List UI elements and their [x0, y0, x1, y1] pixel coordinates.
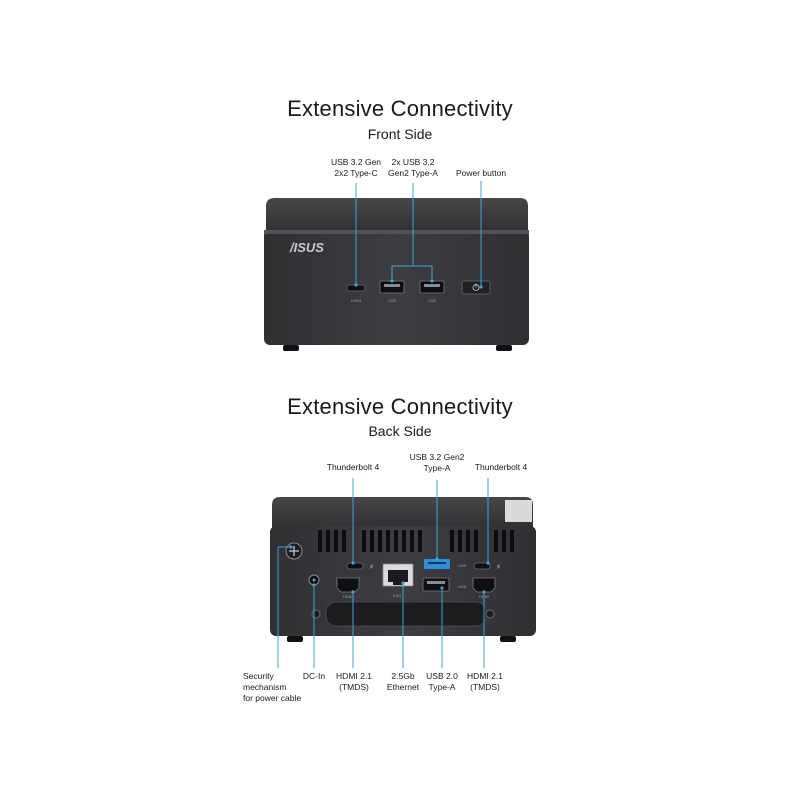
svg-text:HDMI: HDMI — [343, 594, 353, 599]
front-device: /ISUS USB4 USB USB — [264, 198, 529, 351]
label-hdmi-right: HDMI 2.1(TMDS) — [467, 671, 503, 692]
svg-text:2.5G: 2.5G — [393, 593, 402, 598]
svg-text:USB: USB — [388, 298, 397, 303]
front-subtitle: Front Side — [367, 126, 433, 142]
svg-text:USB4: USB4 — [351, 298, 362, 303]
back-device: ⚡ USB ⚡ HDMI 2.5G USB HDMI — [270, 497, 536, 642]
label-dc-in: DC-In — [302, 671, 326, 681]
asus-logo: /ISUS — [289, 240, 324, 255]
front-title: Extensive Connectivity — [287, 96, 513, 121]
thunderbolt-port-left — [346, 562, 364, 570]
thunderbolt-icon-left: ⚡ — [369, 563, 374, 571]
back-callouts — [277, 478, 490, 668]
thunderbolt-port-right — [473, 562, 491, 570]
label-thunderbolt-right: Thunderbolt 4 — [474, 462, 528, 472]
label-power-button: Power button — [455, 168, 507, 178]
thunderbolt-icon-right: ⚡ — [496, 563, 501, 571]
hdmi-port-left — [336, 577, 360, 593]
svg-text:USB: USB — [428, 298, 437, 303]
label-thunderbolt-left: Thunderbolt 4 — [326, 462, 380, 472]
svg-text:USB: USB — [458, 584, 467, 589]
label-hdmi-left: HDMI 2.1(TMDS) — [336, 671, 372, 692]
front-callouts — [354, 181, 483, 289]
hdmi-port-right — [472, 577, 496, 593]
back-subtitle: Back Side — [368, 423, 432, 439]
back-title: Extensive Connectivity — [287, 394, 513, 419]
usb20-port — [422, 577, 450, 592]
svg-text:USB: USB — [458, 563, 467, 568]
